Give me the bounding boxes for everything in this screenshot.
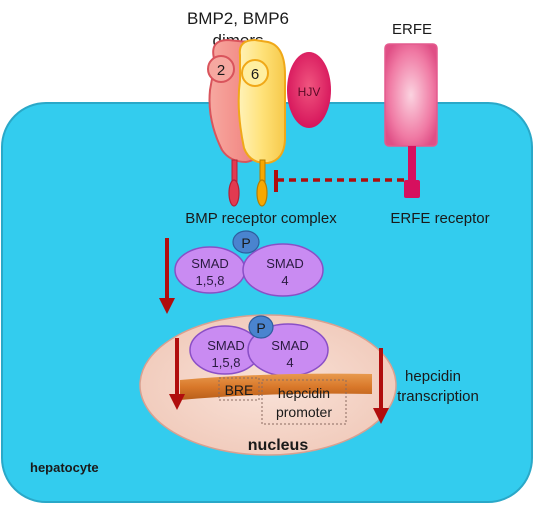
smad-complex-nucleus: P SMAD 1,5,8 SMAD 4 [189,315,329,377]
title-line1: BMP2, BMP6 [187,9,289,28]
erfe-label: ERFE [392,21,432,38]
promoter-line1: hepcidin [278,385,330,401]
smad4-cytoplasm [242,243,324,297]
smad4-nuc-line1: SMAD [271,338,309,353]
hepatocyte-label: hepatocyte [30,460,99,475]
phospho-label-nucleus: P [256,320,265,336]
transcription-arrow [373,348,389,424]
promoter-box [261,379,347,425]
hjv-label: HJV [298,85,321,99]
bmp2-label: 2 [217,62,225,79]
hjv-protein [287,52,331,128]
transcription-line1: hepcidin [405,368,461,385]
bmp-receptor-complex-label: BMP receptor complex [185,210,337,227]
bre-label: BRE [225,382,254,398]
nucleus-label: nucleus [248,437,309,454]
erfe-protein [384,43,438,147]
phospho-nucleus [248,315,274,339]
transcription-line2: transcription [397,388,479,405]
bre-box [218,377,260,401]
smad158-cyto-line1: SMAD [191,256,229,271]
phospho-cytoplasm [232,230,260,254]
signal-arrow-cytoplasm [159,238,175,314]
bmp2-ligand [207,55,235,83]
erfe-receptor [404,146,420,198]
bmp6-ligand [241,59,269,87]
phospho-label-cytoplasm: P [241,235,250,251]
erfe-receptor-label: ERFE receptor [390,210,489,227]
smad158-cyto-line2: 1,5,8 [196,273,225,288]
smad4-cyto-line1: SMAD [266,256,304,271]
erfe-inhibition-line [274,170,404,192]
bmp6-label: 6 [251,66,259,83]
signal-arrow-nucleus [169,338,185,410]
smad158-nuc-line1: SMAD [207,338,245,353]
smad4-cyto-line2: 4 [281,273,288,288]
smad-complex-cytoplasm: P SMAD 1,5,8 SMAD 4 [174,230,324,297]
promoter-line2: promoter [276,404,332,420]
smad4-nuc-line2: 4 [286,355,293,370]
smad158-nuc-line2: 1,5,8 [212,355,241,370]
